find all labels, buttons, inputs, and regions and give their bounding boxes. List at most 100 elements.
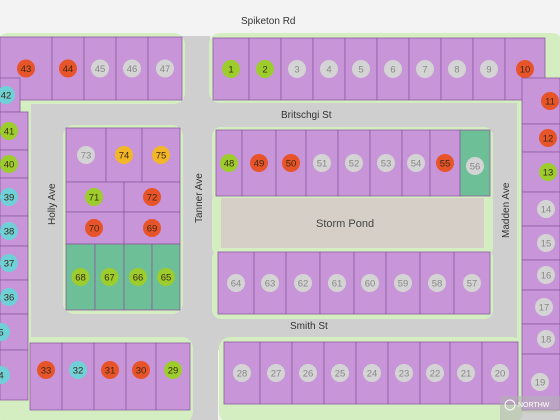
lot-status-marker	[436, 154, 454, 172]
lot-status-marker	[345, 154, 363, 172]
lot-status-marker	[0, 222, 18, 240]
lot-number: 23	[399, 369, 410, 380]
lot-23: 23	[387, 341, 421, 405]
lot-number: 53	[381, 159, 392, 170]
lot-status-marker	[157, 268, 175, 286]
lot-number: 73	[81, 151, 92, 162]
lot-status-marker	[261, 274, 279, 292]
lot-56: 56	[459, 129, 491, 197]
lot-number: 68	[75, 273, 86, 284]
lot-number: 42	[1, 91, 12, 102]
lot-number: 50	[286, 159, 297, 170]
lot-number: 13	[543, 168, 554, 179]
lot-number: 4	[0, 371, 4, 382]
lot-number: 27	[271, 369, 282, 380]
lot-31: 31	[93, 342, 127, 411]
lot-status-marker	[288, 60, 306, 78]
lot-26: 26	[291, 341, 325, 405]
lot-number: 58	[432, 279, 443, 290]
lot-number: 32	[73, 366, 84, 377]
lot-69: 69	[123, 211, 181, 245]
lot-number: 8	[454, 65, 459, 76]
lot-status-marker	[0, 86, 15, 104]
lot-20: 20	[481, 341, 519, 405]
road-tanner	[182, 115, 210, 345]
lot-number: 47	[160, 64, 171, 75]
street-label-holly: Holly Ave	[47, 183, 58, 225]
lot-number: 59	[398, 279, 409, 290]
lot-status-marker	[164, 361, 182, 379]
lot-number: 61	[332, 279, 343, 290]
lot-status-marker	[313, 154, 331, 172]
lot-status-marker	[299, 364, 317, 382]
lot-4: 4	[0, 349, 29, 401]
lot-status-marker	[377, 154, 395, 172]
street-label-tanner: Tanner Ave	[194, 173, 205, 223]
lot-number: 7	[422, 65, 427, 76]
lot-status-marker	[143, 188, 161, 206]
lot-number: 51	[317, 159, 328, 170]
lot-number: 17	[539, 303, 550, 314]
lot-status-marker	[352, 60, 370, 78]
lot-11: 11	[521, 77, 560, 125]
lot-number: 15	[541, 239, 552, 250]
lot-8: 8	[440, 37, 474, 101]
lot-number: 46	[127, 64, 138, 75]
lot-status-marker	[0, 188, 18, 206]
lot-51: 51	[305, 129, 339, 197]
lot-status-marker	[233, 364, 251, 382]
lot-number: 4	[326, 65, 331, 76]
lot-number: 9	[486, 65, 491, 76]
lot-status-marker	[466, 157, 484, 175]
lot-status-marker	[220, 154, 238, 172]
lot-number: 66	[133, 273, 144, 284]
lot-24: 24	[355, 341, 389, 405]
lot-status-marker	[537, 234, 555, 252]
street-label-madden: Madden Ave	[501, 182, 512, 238]
lot-47: 47	[147, 36, 183, 101]
lot-50: 50	[275, 129, 307, 197]
lot-number: 29	[168, 366, 179, 377]
lot-49: 49	[241, 129, 277, 197]
lot-12: 12	[521, 123, 560, 153]
lot-60: 60	[353, 251, 387, 315]
lot-number: 75	[156, 151, 167, 162]
lot-number: 12	[543, 134, 554, 145]
lot-status-marker	[256, 60, 274, 78]
lot-status-marker	[77, 146, 95, 164]
lot-1: 1	[212, 37, 250, 101]
lot-53: 53	[369, 129, 403, 197]
lot-46: 46	[115, 36, 149, 101]
lot-number: 43	[21, 64, 32, 75]
lot-number: 22	[430, 369, 441, 380]
lot-14: 14	[521, 191, 560, 227]
street-label-spiketon: Spiketon Rd	[241, 16, 296, 27]
top-margin	[0, 0, 560, 36]
street-label-smith: Smith St	[290, 321, 328, 332]
lot-status-marker	[59, 59, 77, 78]
lot-number: 56	[470, 162, 481, 173]
lot-25: 25	[323, 341, 357, 405]
lot-15: 15	[521, 225, 560, 261]
lot-status-marker	[516, 60, 534, 78]
lot-status-marker	[132, 361, 150, 379]
street-label-britschgi: Britschgi St	[281, 110, 332, 121]
lot-number: 21	[461, 369, 472, 380]
lot-status-marker	[448, 60, 466, 78]
lot-17: 17	[521, 289, 560, 325]
lot-status-marker	[537, 330, 555, 348]
lot-30: 30	[125, 342, 157, 411]
lot-number: 67	[104, 273, 115, 284]
lot-status-marker	[0, 254, 18, 272]
lot-48: 48	[215, 129, 243, 197]
lot-45: 45	[83, 36, 117, 101]
lot-40: 40	[0, 149, 29, 179]
lot-72: 72	[123, 181, 181, 213]
lot-status-marker	[129, 268, 147, 286]
lot-status-marker	[480, 60, 498, 78]
lot-status-marker	[267, 364, 285, 382]
lot-status-marker	[541, 92, 559, 110]
lot-status-marker	[0, 323, 10, 341]
lot-status-marker	[222, 60, 240, 78]
lot-status-marker	[37, 361, 55, 379]
